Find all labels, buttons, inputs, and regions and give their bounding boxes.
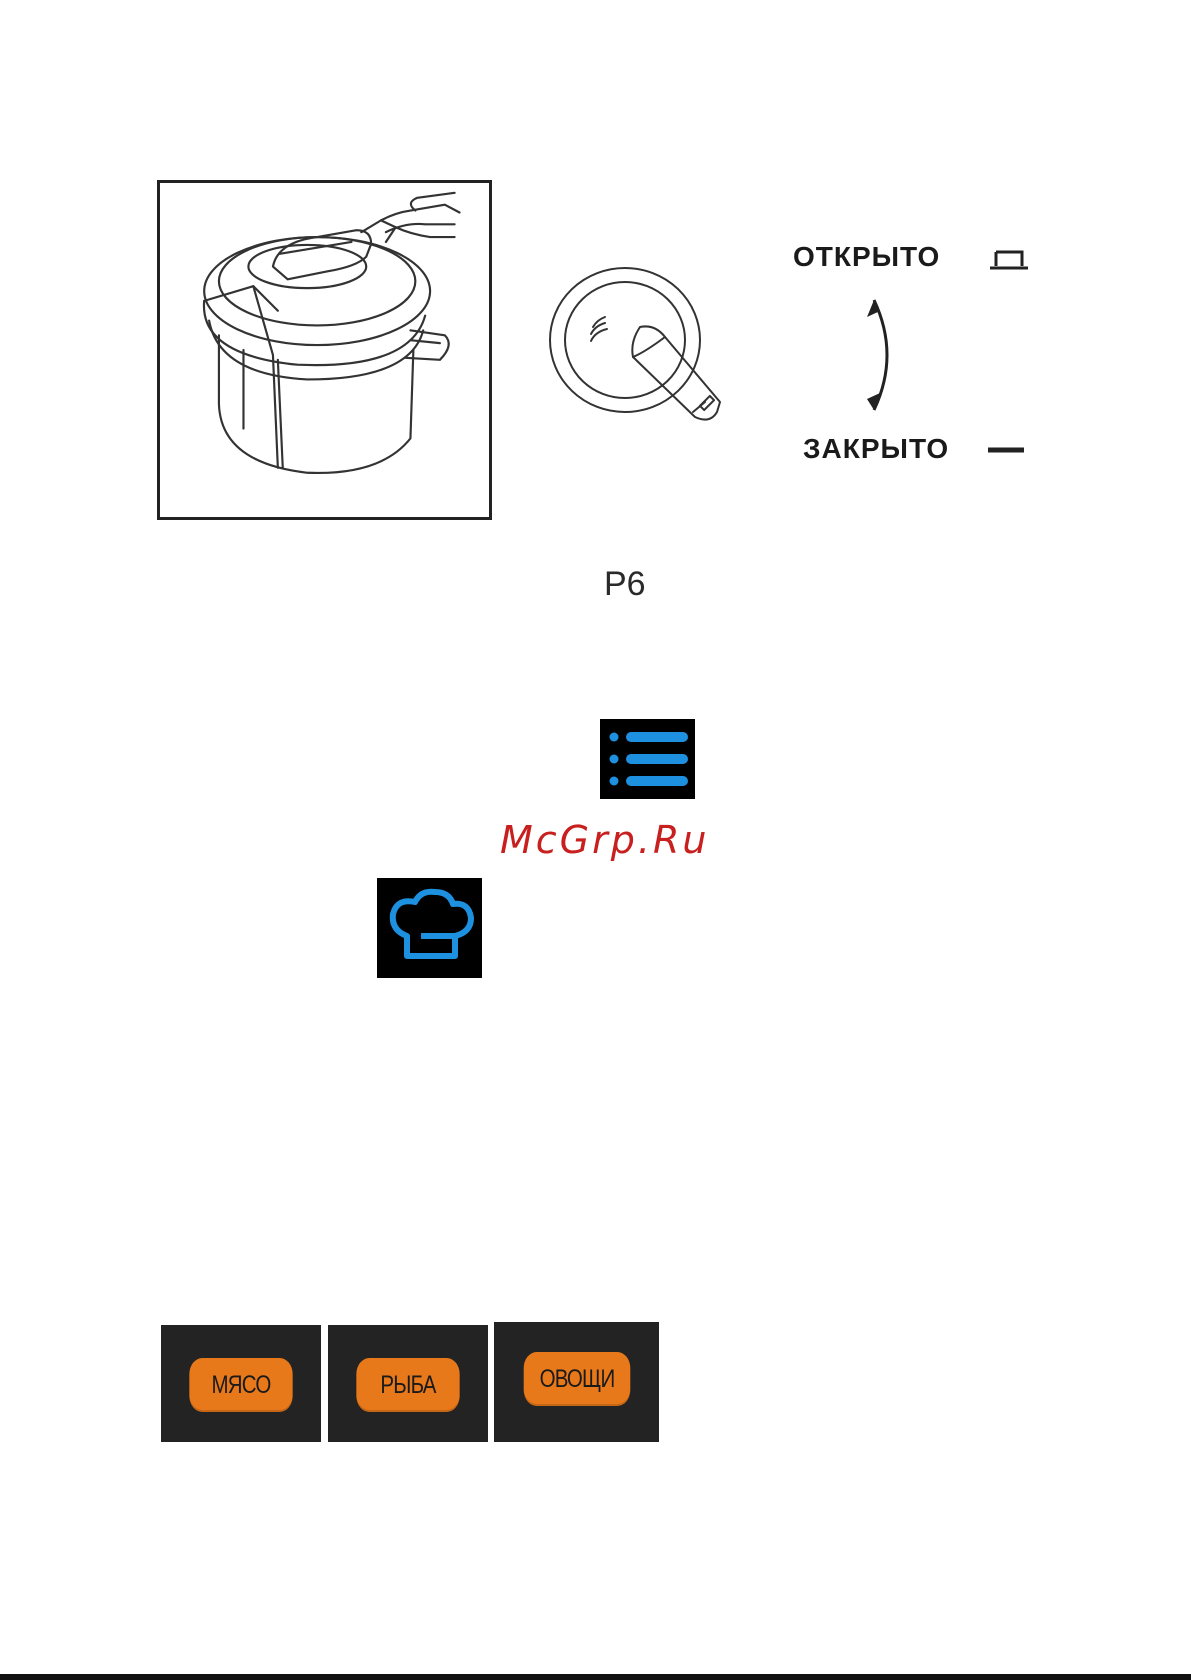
fish-button[interactable]: РЫБА: [356, 1358, 459, 1412]
pressure-valve-illustration: [545, 262, 730, 432]
list-menu-icon: [600, 719, 695, 799]
open-symbol-icon: [990, 250, 1028, 272]
watermark-text: McGrp.Ru: [500, 818, 709, 862]
pressure-cooker-drawing: [160, 183, 489, 517]
valve-closed-label: ЗАКРЫТО: [803, 433, 949, 465]
valve-drawing: [545, 262, 730, 432]
program-panel-vegetables: ОВОЩИ: [494, 1322, 659, 1442]
page-bottom-rule: [0, 1674, 1191, 1680]
cooker-illustration: [157, 180, 492, 520]
valve-open-label: ОТКРЫТО: [793, 241, 940, 273]
figure-caption: P6: [604, 565, 646, 604]
chef-hat-icon: [377, 878, 482, 978]
vegetables-button[interactable]: ОВОЩИ: [523, 1352, 630, 1406]
double-arrow-icon: [862, 295, 906, 415]
program-panel-meat: МЯСО: [161, 1325, 321, 1442]
closed-symbol-icon: [986, 444, 1026, 456]
meat-button[interactable]: МЯСО: [189, 1358, 292, 1412]
program-panel-fish: РЫБА: [328, 1325, 488, 1442]
